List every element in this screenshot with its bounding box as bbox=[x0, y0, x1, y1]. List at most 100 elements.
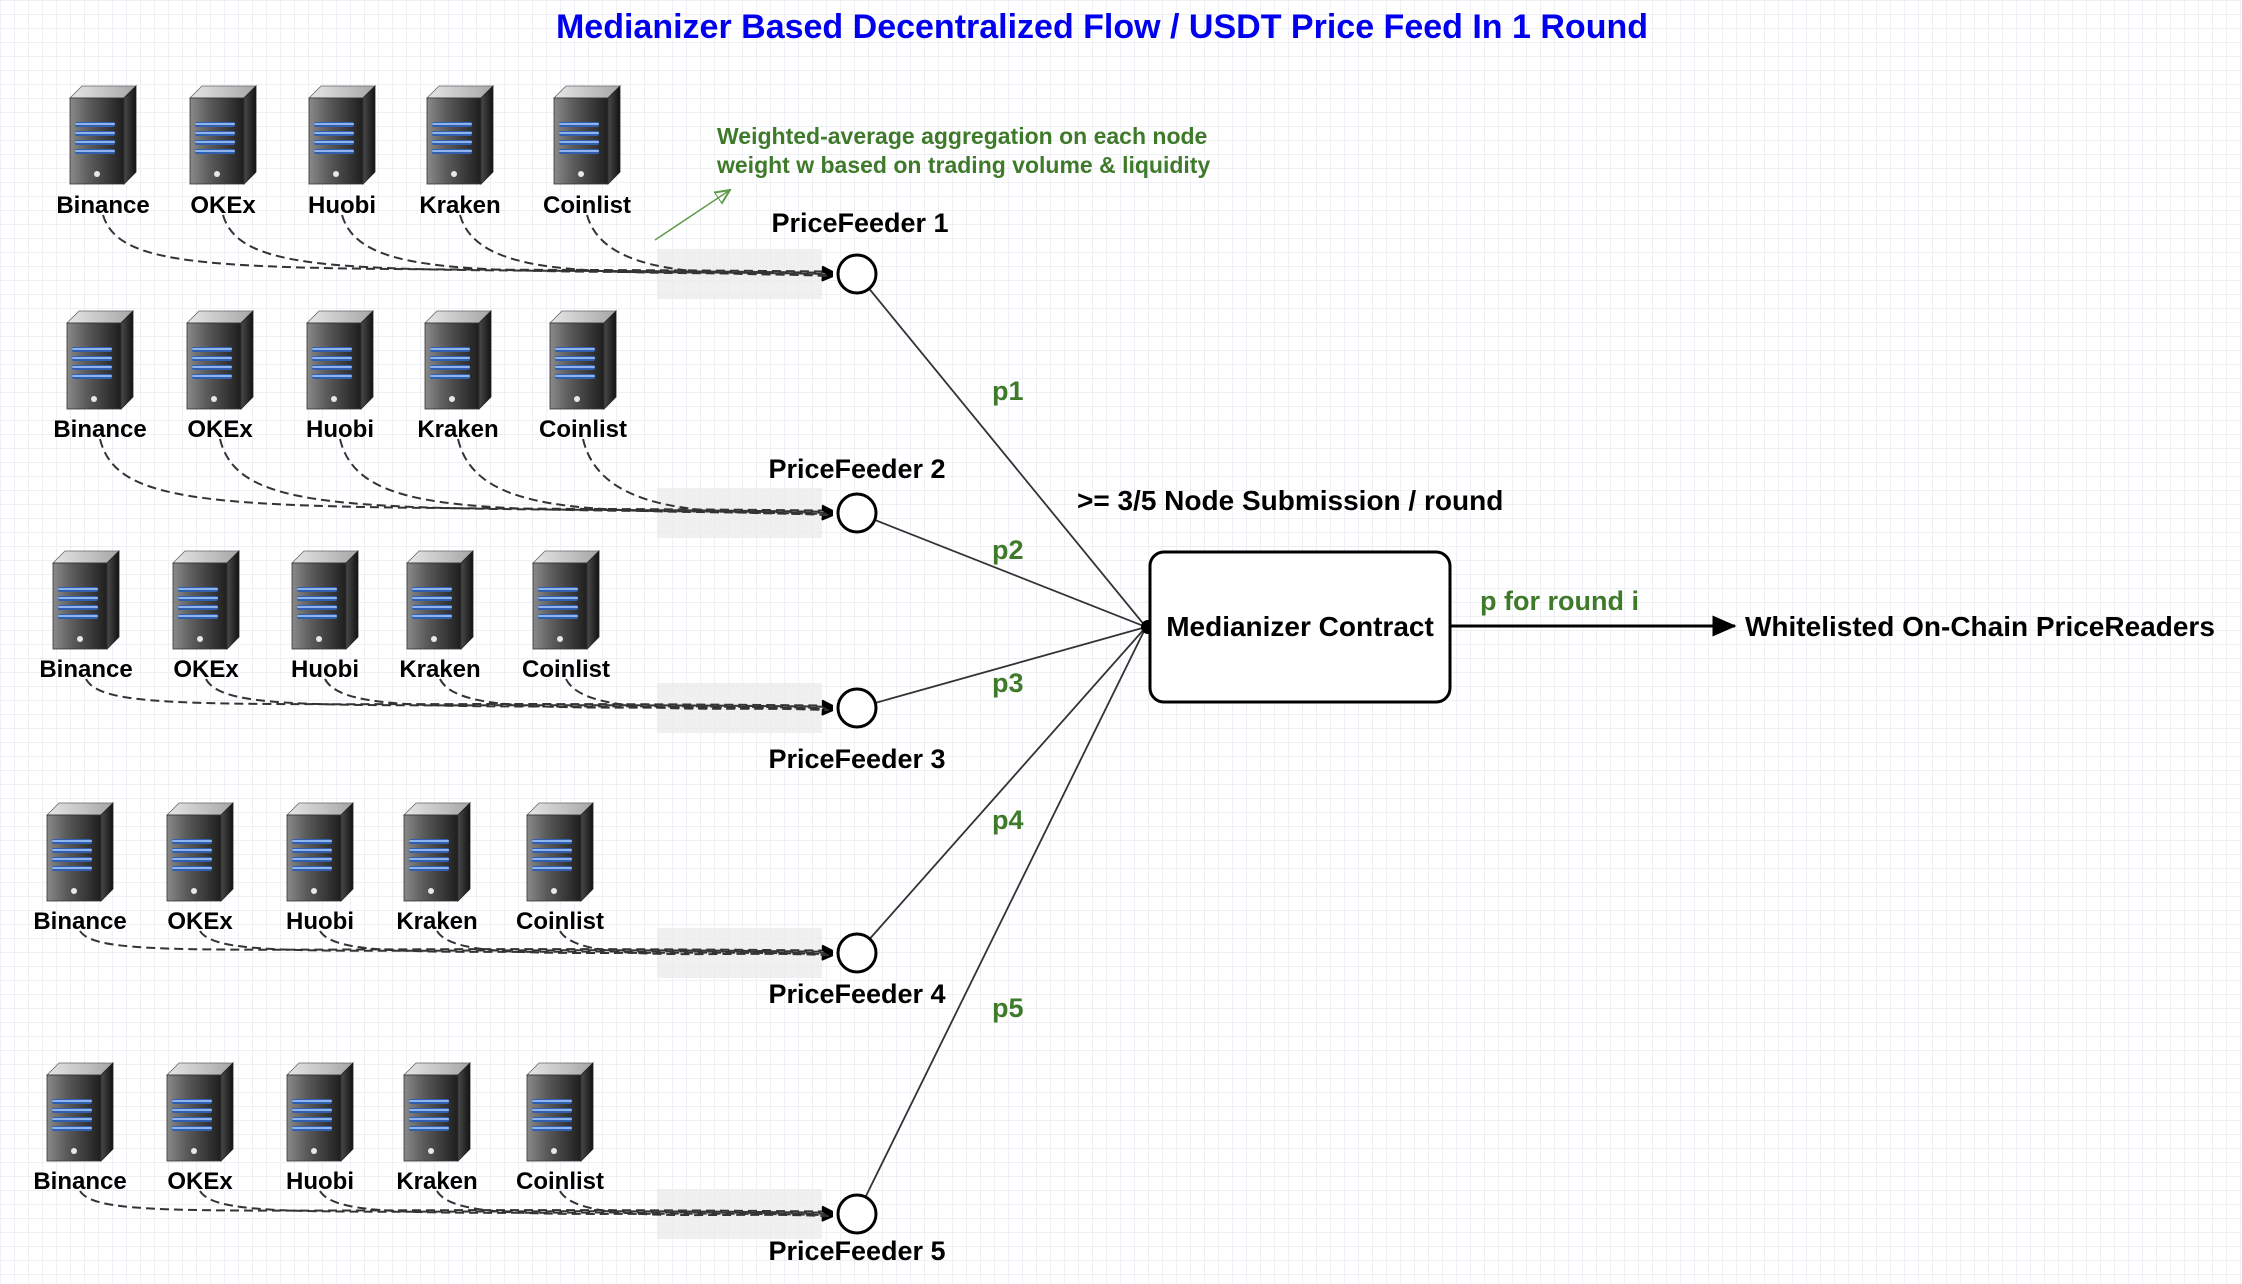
server-tower-icon bbox=[424, 310, 492, 410]
exchange-label: Kraken bbox=[396, 1168, 477, 1195]
aggregation-note-line2: weight w based on trading volume & liqui… bbox=[716, 152, 1210, 178]
server-tower-icon bbox=[403, 1062, 471, 1162]
feeder-links bbox=[79, 214, 1155, 1239]
feeder-to-contract-line bbox=[868, 288, 1147, 628]
exchange-label: OKEx bbox=[167, 1168, 233, 1195]
exchange-label: Huobi bbox=[306, 416, 374, 443]
exchange-label: Kraken bbox=[419, 192, 500, 219]
price-label-p3: p3 bbox=[992, 668, 1024, 698]
server-tower-icon bbox=[166, 1062, 234, 1162]
diagram-title: Medianizer Based Decentralized Flow / US… bbox=[556, 8, 1648, 46]
exchange-label: OKEx bbox=[173, 656, 239, 683]
feeder-node-1[interactable] bbox=[836, 253, 878, 295]
feeder-to-contract-line bbox=[875, 626, 1147, 704]
exchange-feed-link bbox=[79, 930, 832, 951]
feeder-label-4: PriceFeeder 4 bbox=[768, 979, 945, 1009]
quorum-note: >= 3/5 Node Submission / round bbox=[1077, 485, 1503, 516]
exchange-label: Huobi bbox=[286, 1168, 354, 1195]
feeder-to-contract-line bbox=[874, 519, 1147, 628]
server-tower-icon bbox=[172, 550, 240, 650]
exchange-feed-link bbox=[85, 678, 832, 706]
feeder-node-5[interactable] bbox=[836, 1193, 878, 1235]
exchange-feed-link bbox=[436, 930, 832, 954]
server-tower-icon bbox=[526, 802, 594, 902]
feeder-node-4[interactable] bbox=[836, 932, 878, 974]
feeder-group-3: Binance OKEx Huobi Kraken CoinlistPriceFeede… bbox=[39, 550, 1024, 774]
exchange-label: Kraken bbox=[399, 656, 480, 683]
feeder-group-1: Binance OKEx Huobi Kraken CoinlistPriceFeede… bbox=[56, 85, 1024, 406]
server-tower-icon bbox=[189, 85, 257, 185]
exchange-feed-link bbox=[205, 678, 832, 707]
exchange-feed-link bbox=[319, 1190, 832, 1214]
price-label-p1: p1 bbox=[992, 376, 1024, 406]
exchange-feed-link bbox=[559, 930, 832, 955]
exchange-label: Huobi bbox=[291, 656, 359, 683]
exchange-feed-link bbox=[199, 930, 832, 952]
server-tower-icon bbox=[286, 802, 354, 902]
server-tower-icon bbox=[69, 85, 137, 185]
exchange-label: Coinlist bbox=[516, 908, 604, 935]
server-tower-icon bbox=[52, 550, 120, 650]
exchange-feed-link bbox=[586, 214, 832, 276]
feeder-label-2: PriceFeeder 2 bbox=[768, 454, 945, 484]
server-tower-icon bbox=[426, 85, 494, 185]
feeder-group-2: Binance OKEx Huobi Kraken CoinlistPriceFeede… bbox=[53, 310, 1024, 565]
server-tower-icon bbox=[186, 310, 254, 410]
feeder-node-3[interactable] bbox=[836, 687, 878, 729]
price-label-p2: p2 bbox=[992, 535, 1024, 565]
medianizer-contract-label: Medianizer Contract bbox=[1166, 611, 1434, 642]
exchange-label: Binance bbox=[33, 908, 126, 935]
exchange-label: Huobi bbox=[308, 192, 376, 219]
feeder-node-2[interactable] bbox=[836, 492, 878, 534]
server-tower-icon bbox=[526, 1062, 594, 1162]
exchange-label: Binance bbox=[53, 416, 146, 443]
exchange-label: Coinlist bbox=[516, 1168, 604, 1195]
exchange-label: OKEx bbox=[190, 192, 256, 219]
server-tower-icon bbox=[532, 550, 600, 650]
exchange-label: OKEx bbox=[167, 908, 233, 935]
aggregation-note-line1: Weighted-average aggregation on each nod… bbox=[717, 123, 1207, 149]
server-tower-icon bbox=[406, 550, 474, 650]
feeder-label-3: PriceFeeder 3 bbox=[768, 744, 945, 774]
exchange-feed-link bbox=[102, 214, 832, 272]
exchange-feed-link bbox=[199, 1190, 832, 1213]
exchange-label: Binance bbox=[33, 1168, 126, 1195]
feeder-to-contract-line bbox=[864, 626, 1147, 1198]
exchange-label: OKEx bbox=[187, 416, 253, 443]
server-tower-icon bbox=[553, 85, 621, 185]
exchange-label: Binance bbox=[56, 192, 149, 219]
exchange-label: Kraken bbox=[417, 416, 498, 443]
server-tower-icon bbox=[46, 802, 114, 902]
exchange-feed-link bbox=[339, 438, 832, 513]
server-tower-icon bbox=[308, 85, 376, 185]
price-label-p4: p4 bbox=[992, 805, 1024, 835]
exchange-feed-link bbox=[99, 438, 832, 511]
exchange-label: Coinlist bbox=[543, 192, 631, 219]
exchange-label: Coinlist bbox=[539, 416, 627, 443]
server-tower-icon bbox=[306, 310, 374, 410]
exchange-feed-link bbox=[565, 678, 832, 710]
exchange-label: Coinlist bbox=[522, 656, 610, 683]
server-tower-icon bbox=[46, 1062, 114, 1162]
output-edge-label: p for round i bbox=[1480, 586, 1639, 616]
price-label-p5: p5 bbox=[992, 993, 1024, 1023]
exchange-feed-link bbox=[324, 678, 832, 708]
exchange-label: Kraken bbox=[396, 908, 477, 935]
exchange-feed-link bbox=[79, 1190, 832, 1212]
server-tower-icon bbox=[403, 802, 471, 902]
exchange-feed-link bbox=[457, 438, 832, 514]
server-tower-icon bbox=[291, 550, 359, 650]
server-tower-icon bbox=[66, 310, 134, 410]
link-bundle-shadow bbox=[657, 683, 822, 733]
feeder-label-1: PriceFeeder 1 bbox=[771, 208, 948, 238]
exchange-label: Binance bbox=[39, 656, 132, 683]
exchange-feed-link bbox=[582, 438, 832, 515]
output-target-label: Whitelisted On-Chain PriceReaders bbox=[1745, 611, 2215, 642]
server-tower-icon bbox=[286, 1062, 354, 1162]
exchange-feed-link bbox=[436, 1190, 832, 1215]
server-tower-icon bbox=[166, 802, 234, 902]
exchange-feed-link bbox=[319, 930, 832, 953]
